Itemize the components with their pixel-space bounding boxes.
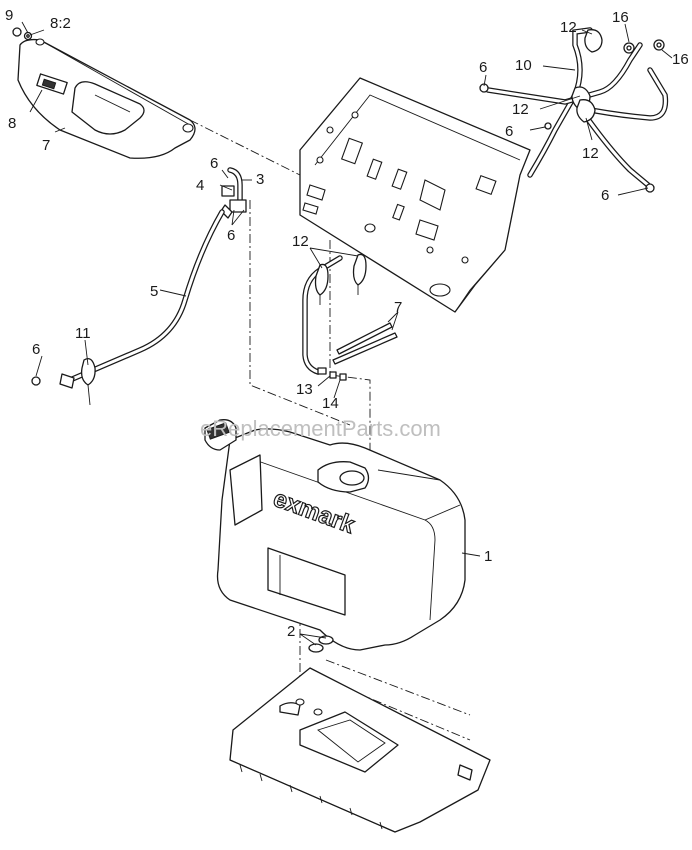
callout-9: 8:2 <box>50 15 71 32</box>
callout-12-b: 12 <box>292 233 309 250</box>
callout-8-2: 8 <box>8 115 16 132</box>
callout-5: 5 <box>150 283 158 300</box>
callout-8: 7 <box>42 137 50 154</box>
washer-and-screw <box>12 27 33 41</box>
fuel-tank: exmark <box>204 419 466 651</box>
tank-base-plate <box>229 667 491 833</box>
callout-16-b: 16 <box>672 51 689 68</box>
callout-13: 13 <box>296 381 313 398</box>
callout-12-a: 11 <box>75 325 91 342</box>
fuel-line-right <box>479 27 669 193</box>
callout-10: 9 <box>5 7 13 24</box>
watermark: eReplacementParts.com <box>200 416 441 441</box>
callout-14: 14 <box>322 395 339 412</box>
callout-labels: 9 8:2 8 7 6 4 3 6 5 6 11 12 7 13 14 1 2 … <box>5 7 689 640</box>
callout-6-a: 6 <box>210 155 218 172</box>
leader-lines <box>21 21 673 646</box>
callout-2: 2 <box>287 623 295 640</box>
callout-4: 4 <box>196 177 204 194</box>
callout-3: 3 <box>256 171 264 188</box>
frame-bracket <box>299 77 531 313</box>
rubber-grommets <box>308 635 334 653</box>
callout-1: 1 <box>484 548 492 565</box>
fuel-cover-plate <box>17 38 196 159</box>
callout-12-c: 12 <box>560 19 577 36</box>
tank-straps <box>332 322 398 365</box>
callout-11: 10 <box>515 57 532 74</box>
callout-6-c: 6 <box>32 341 40 358</box>
callout-7: 7 <box>394 299 402 316</box>
callout-16-a: 16 <box>612 9 629 26</box>
callout-12-d: 12 <box>512 101 529 118</box>
vent-hose-assembly <box>220 167 247 219</box>
fuel-line-center <box>302 253 367 381</box>
callout-6-e: 6 <box>505 123 513 140</box>
callout-6-b: 6 <box>227 227 235 244</box>
callout-6-d: 6 <box>479 59 487 76</box>
fuel-line-left <box>31 209 225 406</box>
callout-12-e: 12 <box>582 145 599 162</box>
callout-6-f: 6 <box>601 187 609 204</box>
